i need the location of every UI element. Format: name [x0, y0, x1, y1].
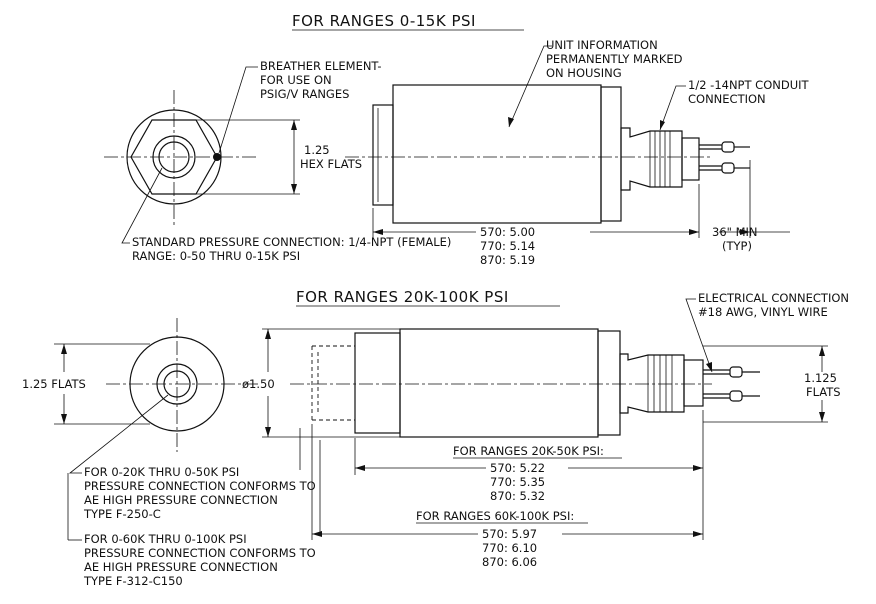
- bottom-section-title: FOR RANGES 20K-100K PSI: [296, 288, 509, 306]
- conduit-label-2: CONNECTION: [688, 92, 766, 106]
- std-pressure-label-1: STANDARD PRESSURE CONNECTION: 1/4-NPT (F…: [132, 235, 451, 249]
- bottom-conduit-nipple: [683, 359, 704, 407]
- top-wire-end-1: [721, 141, 735, 153]
- note1-line-1: FOR 0-20K THRU 0-50K PSI: [84, 465, 239, 479]
- wire-min-length: 36" MIN: [712, 225, 758, 239]
- note1-line-4: TYPE F-250-C: [83, 507, 161, 521]
- range1-870: 870: 5.32: [490, 489, 545, 503]
- wire-min-typ: (TYP): [722, 239, 752, 253]
- conduit-leader-line: [659, 85, 686, 131]
- bottom-end-view: [54, 318, 258, 452]
- range2-870: 870: 6.06: [482, 555, 537, 569]
- hex-flats-value: 1.25: [304, 143, 330, 157]
- note2-line-3: AE HIGH PRESSURE CONNECTION: [84, 560, 278, 574]
- bottom-conduit-fitting: [619, 353, 685, 414]
- unit-info-label-1: UNIT INFORMATION: [546, 38, 658, 52]
- note1-line-3: AE HIGH PRESSURE CONNECTION: [84, 493, 278, 507]
- range1-title: FOR RANGES 20K-50K PSI:: [453, 444, 604, 458]
- top-housing-body: [392, 84, 602, 224]
- bottom-flats2-label: FLATS: [806, 385, 841, 399]
- range2-title: FOR RANGES 60K-100K PSI:: [416, 509, 574, 523]
- breather-leader-line: [218, 66, 258, 154]
- range2-770: 770: 6.10: [482, 541, 537, 555]
- bottom-flats2-value: 1.125: [804, 371, 837, 385]
- top-length-570: 570: 5.00: [480, 225, 535, 239]
- bottom-rear-flange: [597, 330, 621, 436]
- top-conduit-fitting: [620, 127, 683, 191]
- bottom-wire-end-1: [729, 366, 743, 378]
- breather-label-1: BREATHER ELEMENT-: [260, 59, 382, 73]
- top-conduit-nipple: [681, 137, 700, 181]
- note2-line-4: TYPE F-312-C150: [83, 574, 183, 588]
- unit-info-label-2: PERMANENTLY MARKED: [546, 52, 683, 66]
- bottom-flats-label: 1.25 FLATS: [22, 377, 86, 391]
- breather-label-3: PSIG/V RANGES: [260, 87, 349, 101]
- range1-770: 770: 5.35: [490, 475, 545, 489]
- top-section-title: FOR RANGES 0-15K PSI: [292, 12, 476, 30]
- top-length-770: 770: 5.14: [480, 239, 535, 253]
- electrical-leader-line: [685, 298, 713, 373]
- electrical-label-2: #18 AWG, VINYL WIRE: [698, 305, 828, 319]
- bottom-wire-end-2: [729, 390, 743, 402]
- bottom-housing-body: [399, 328, 599, 438]
- std-pressure-label-2: RANGE: 0-50 THRU 0-15K PSI: [132, 249, 300, 263]
- unit-info-leader-line: [508, 45, 552, 128]
- note1-leader-line: [68, 394, 169, 474]
- breather-label-2: FOR USE ON: [260, 73, 332, 87]
- range1-570: 570: 5.22: [490, 461, 545, 475]
- top-length-870: 870: 5.19: [480, 253, 535, 267]
- std-pressure-leader-line: [121, 167, 163, 244]
- conduit-label-1: 1/2 -14NPT CONDUIT: [688, 78, 810, 92]
- top-wire-end-2: [721, 162, 735, 174]
- top-side-view: [345, 84, 750, 224]
- note1-line-2: PRESSURE CONNECTION CONFORMS TO: [84, 479, 316, 493]
- top-pressure-fitting: [372, 104, 394, 206]
- range2-570: 570: 5.97: [482, 527, 537, 541]
- hex-flats-label: HEX FLATS: [300, 157, 362, 171]
- breather-element-dot: [213, 153, 221, 161]
- note2-line-2: PRESSURE CONNECTION CONFORMS TO: [84, 546, 316, 560]
- top-end-view: [104, 90, 300, 228]
- electrical-label-1: ELECTRICAL CONNECTION: [698, 291, 849, 305]
- top-rear-flange: [600, 86, 622, 222]
- note2-line-1: FOR 0-60K THRU 0-100K PSI: [84, 532, 247, 546]
- hp-pressure-fitting: [354, 332, 401, 434]
- diameter-label: ø1.50: [242, 377, 275, 391]
- unit-info-label-3: ON HOUSING: [546, 66, 622, 80]
- bottom-side-view: [262, 328, 828, 438]
